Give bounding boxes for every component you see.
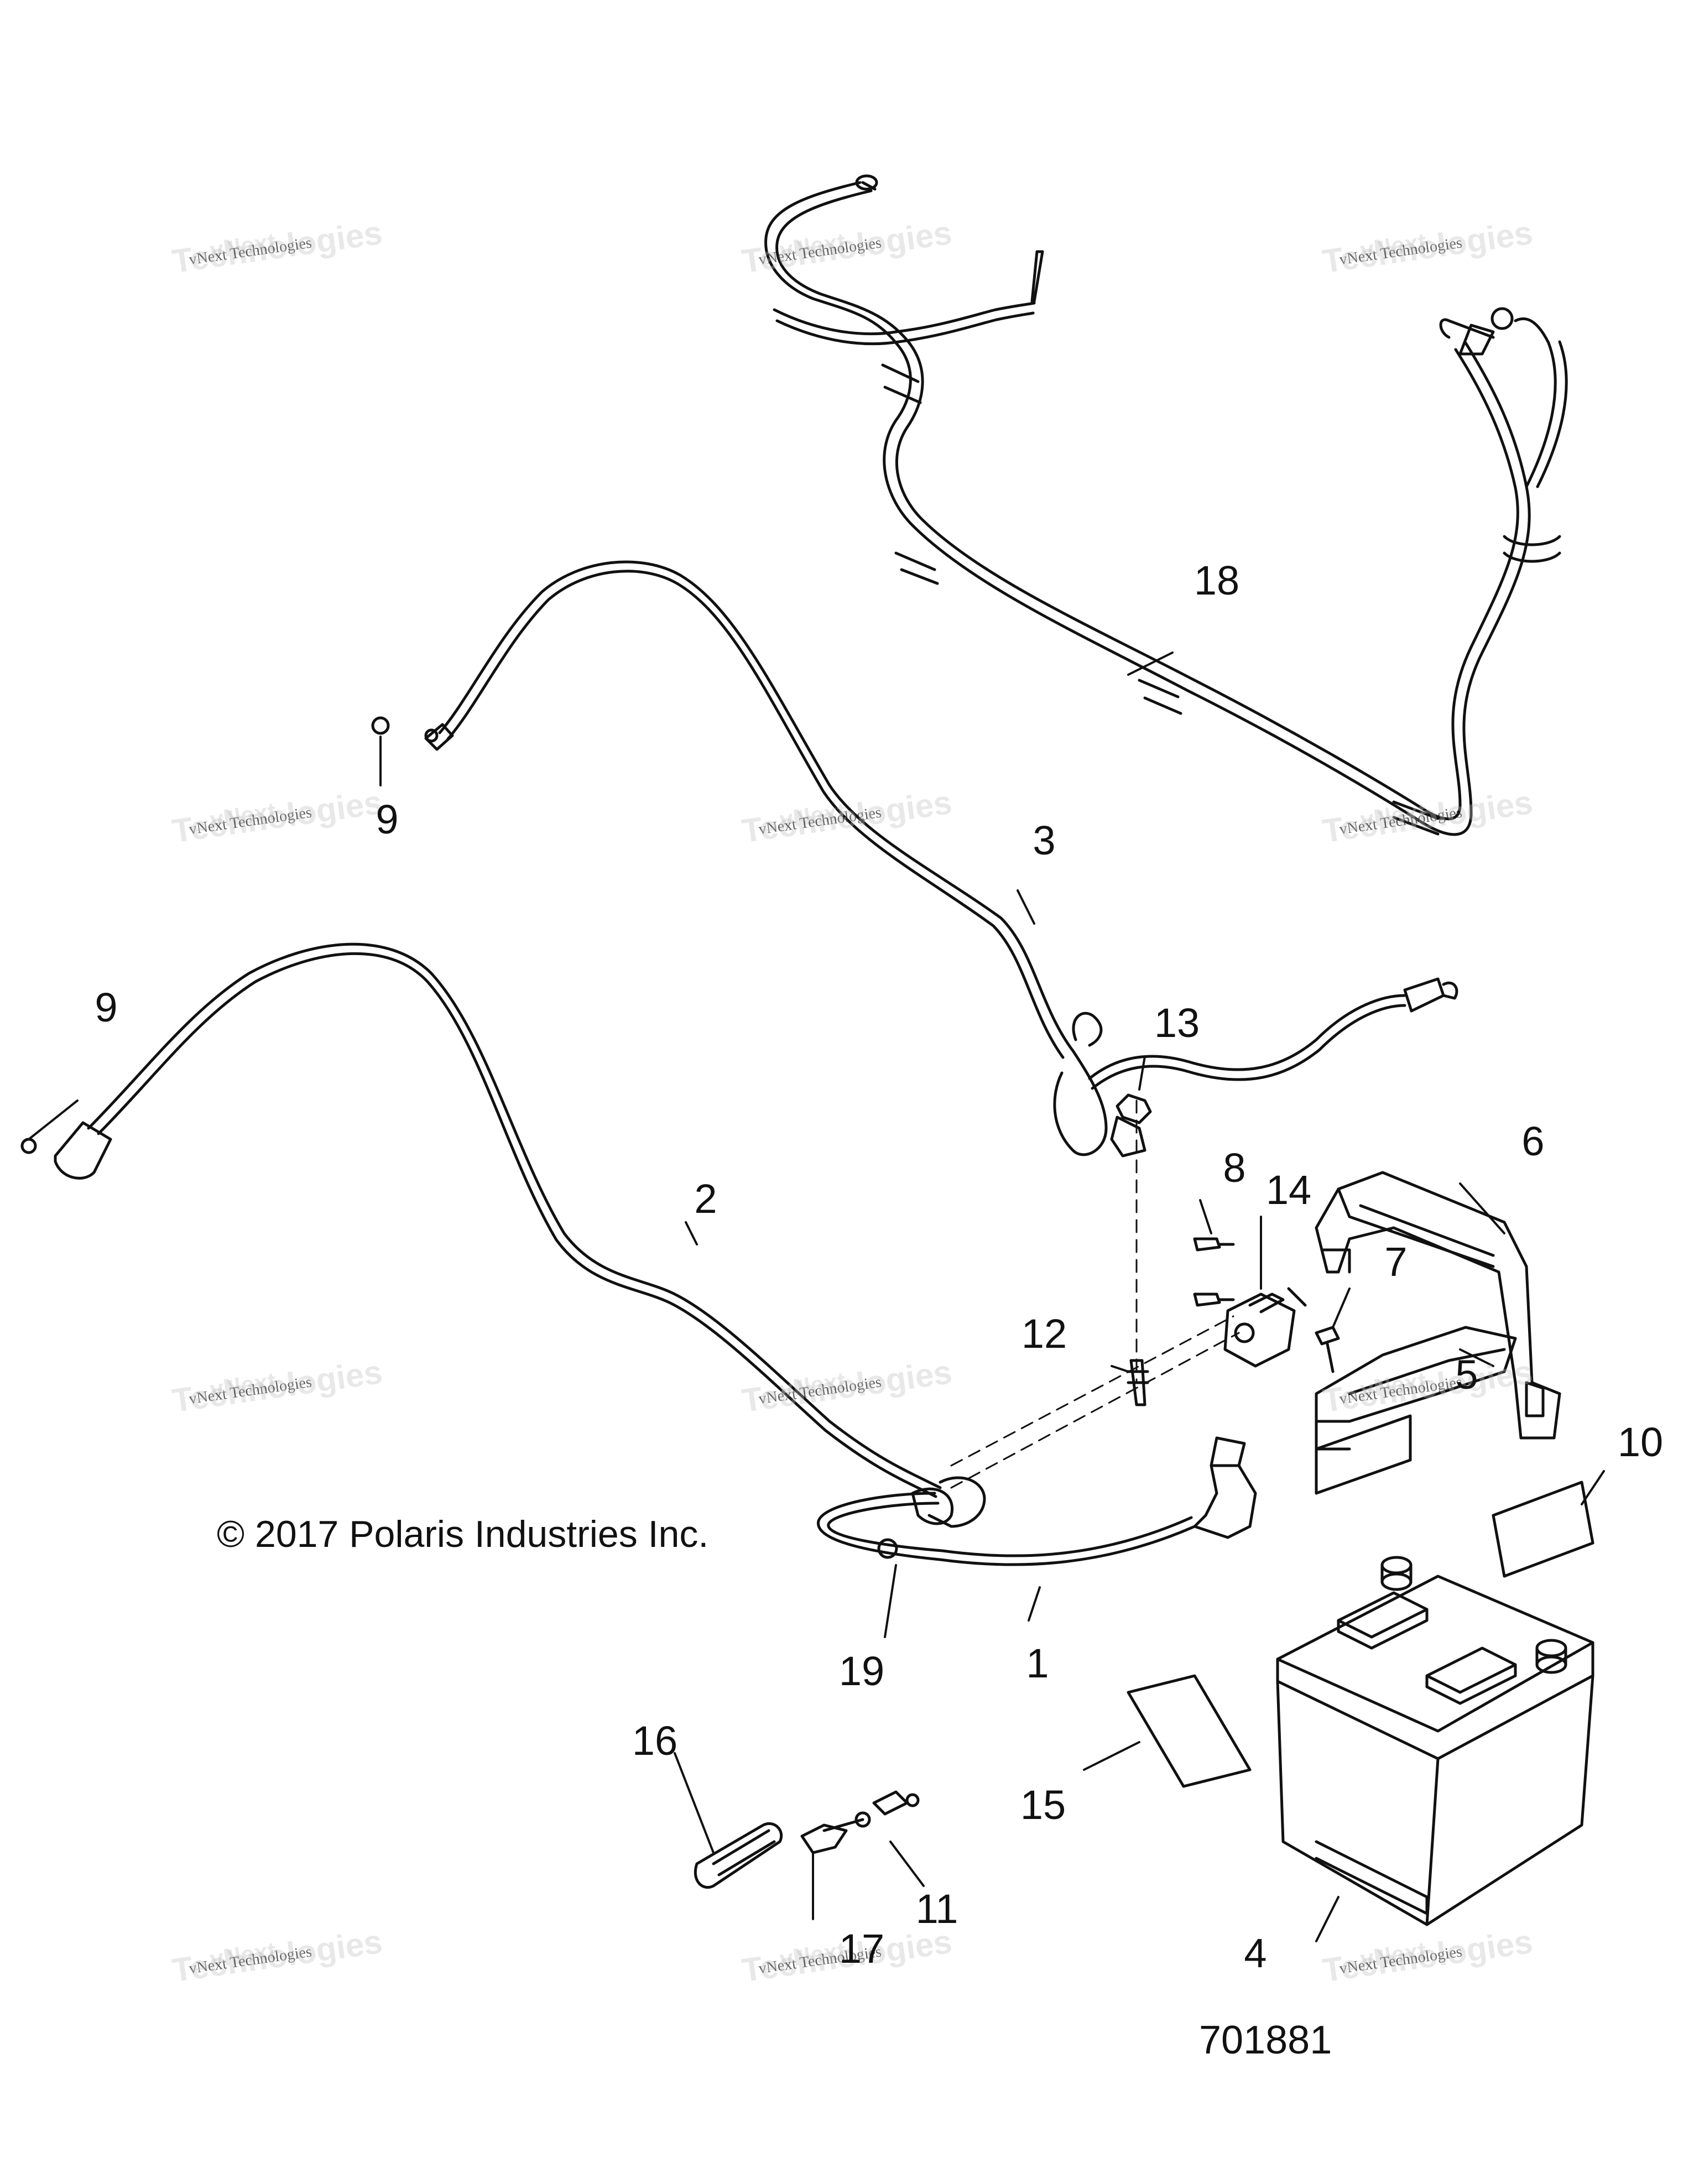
bolt-7 [1315,1326,1340,1373]
fuse-holder-16 [694,1822,783,1889]
relay-14 [1223,1287,1307,1368]
hold-down-strap-6 [1315,1171,1561,1440]
callout-17: 17 [838,1926,885,1972]
callout-11: 11 [915,1886,958,1932]
callout-7: 7 [1384,1239,1408,1285]
bolt-8 [1193,1237,1235,1307]
callout-9a: 9 [376,796,399,842]
label-15 [1127,1674,1252,1788]
leader-lines [28,651,1605,1942]
copyright-notice: © 2017 Polaris Industries Inc. [217,1513,709,1555]
stud-12 [1127,1359,1149,1406]
bracket-5 [1315,1326,1517,1451]
diagram-reference-number: 701881 [1199,2018,1332,2062]
callout-6: 6 [1521,1118,1545,1164]
nut-9a [371,716,390,735]
battery-cable-1 [817,1436,1257,1566]
callout-10: 10 [1617,1419,1664,1465]
nut-9b [20,1138,37,1154]
callout-4: 4 [1244,1930,1267,1976]
callout-16: 16 [632,1718,678,1764]
assembly-lines [950,1099,1240,1489]
callout-2: 2 [694,1176,717,1222]
callout-13: 13 [1154,1000,1200,1046]
callout-14: 14 [1265,1167,1312,1213]
nut-13 [1116,1093,1152,1124]
callout-8: 8 [1223,1145,1246,1191]
nut-19 [877,1538,898,1559]
battery-4 [1276,1556,1594,1926]
battery-cable-2 [54,942,986,1528]
callout-18: 18 [1194,557,1240,603]
callout-19: 19 [838,1648,885,1694]
battery-cable-3 [424,560,1458,1158]
pad [1315,1414,1412,1495]
wire-harness-18 [764,174,1568,836]
callout-1: 1 [1026,1640,1049,1686]
callout-15: 15 [1020,1782,1066,1828]
callout-9b: 9 [95,984,118,1030]
callout-5: 5 [1455,1352,1478,1398]
callout-3: 3 [1033,817,1056,863]
hardware-11-17 [800,1790,920,1854]
callout-12: 12 [1021,1311,1067,1357]
label-10 [1492,1481,1594,1578]
